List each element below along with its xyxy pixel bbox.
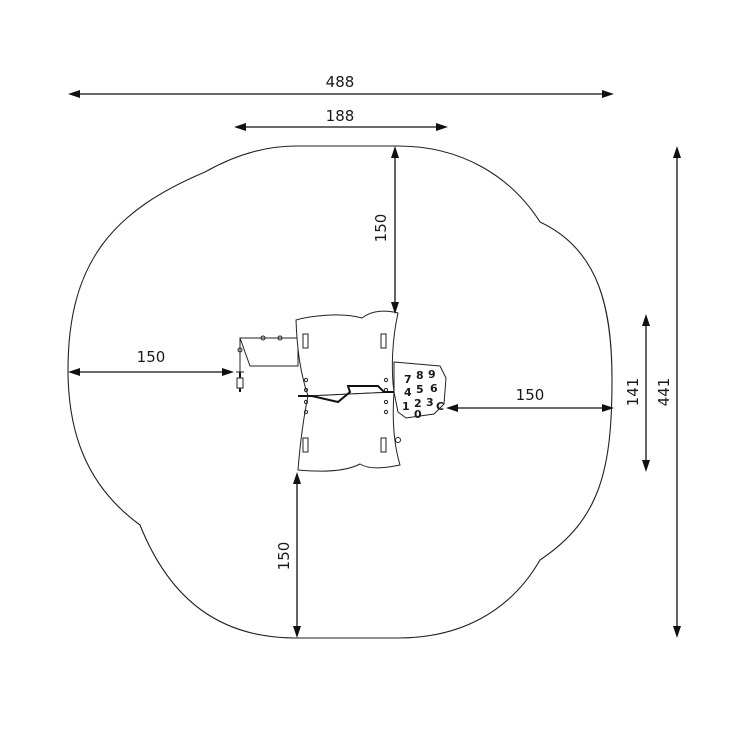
deck-slot [302, 333, 309, 349]
digit: 3 [426, 396, 434, 409]
bridge-line [298, 385, 394, 404]
dimension-bottom-clearance: 150 [275, 472, 301, 638]
dimension-right-clearance: 150 [446, 386, 614, 412]
dimension-left-clearance: 150 [68, 348, 234, 376]
number-panel-digits: 7 8 9 4 5 6 1 2 3 0 C [402, 368, 444, 421]
digit: 7 [404, 373, 412, 386]
digit: C [436, 400, 444, 413]
digit: 6 [430, 382, 438, 395]
dimension-overall-width: 488 [68, 73, 614, 98]
digit: 9 [428, 368, 436, 381]
safety-zone-outline [67, 145, 613, 639]
dimension-top-width: 188 [234, 107, 448, 131]
digit: 1 [402, 400, 410, 413]
lower-deck [297, 391, 401, 472]
digit: 5 [416, 383, 424, 396]
number-panel [393, 361, 447, 419]
digit: 8 [416, 369, 424, 382]
dimension-label-188: 188 [326, 107, 355, 125]
dimension-label-right-150: 150 [516, 386, 545, 404]
dimension-label-141: 141 [624, 378, 642, 407]
deck-slot [380, 437, 387, 453]
left-bar-structure [239, 337, 299, 367]
digit: 0 [414, 408, 422, 421]
dimension-overall-depth: 441 [655, 146, 681, 638]
upper-deck [295, 310, 399, 397]
dimension-label-top-150: 150 [372, 214, 390, 243]
dimension-label-left-150: 150 [137, 348, 166, 366]
dimension-top-clearance: 150 [372, 146, 399, 314]
dimension-label-488: 488 [326, 73, 355, 91]
deck-slot [380, 333, 387, 349]
deck-slot [302, 437, 309, 453]
play-equipment: 7 8 9 4 5 6 1 2 3 0 C [236, 310, 447, 472]
dimension-equipment-depth: 141 [624, 314, 650, 472]
dimension-label-bottom-150: 150 [275, 542, 293, 571]
digit: 4 [404, 386, 412, 399]
dimension-label-441: 441 [655, 378, 673, 407]
digit: 2 [414, 397, 422, 410]
